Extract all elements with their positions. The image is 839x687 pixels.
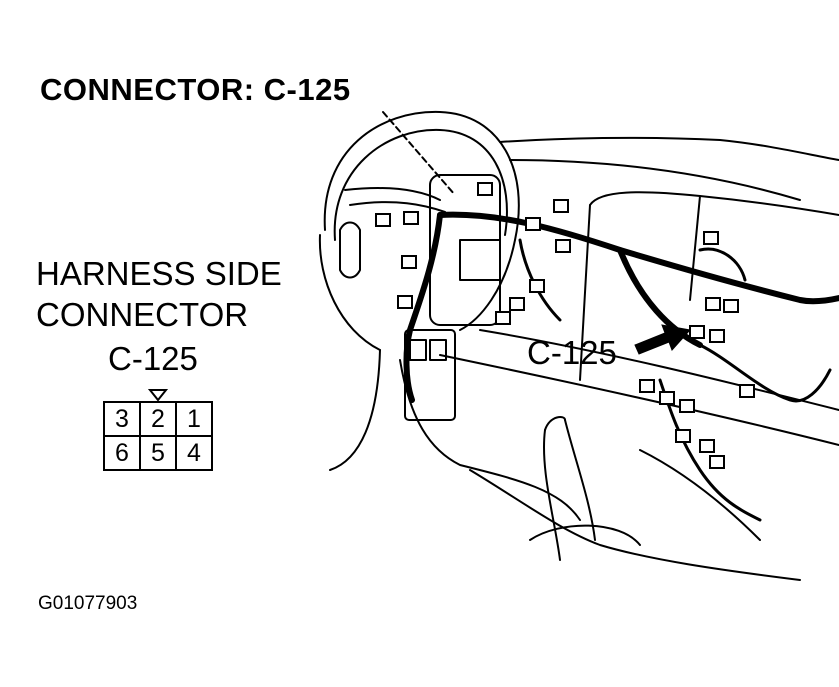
harness-label-line1: HARNESS SIDE [36,255,282,292]
callout-arrow [634,324,691,355]
shift-lever [543,429,561,561]
title-leader-line [382,111,456,196]
connector-face [103,389,213,471]
figure-id: G01077903 [38,593,138,614]
callout-label: C-125 [527,334,617,371]
harness-side-label: HARNESS SIDE CONNECTOR [36,253,282,335]
pin-2: 2 [151,405,165,433]
lower-dash-line [439,354,839,446]
main-wiring-harness [437,211,839,305]
connector-block [477,182,493,196]
harness-connector-id: C-125 [108,340,198,377]
pin-6: 6 [115,439,129,467]
connector-lock-tab [147,389,169,402]
harness-label-line2: CONNECTOR [36,296,249,333]
pin-5: 5 [151,439,165,467]
dashboard-top-edge [499,136,839,161]
pin-3: 3 [115,405,129,433]
pin-1: 1 [187,405,201,433]
pin-4: 4 [187,439,201,467]
connector-title: CONNECTOR: C-125 [40,72,351,107]
steering-wheel-outline [323,110,520,331]
